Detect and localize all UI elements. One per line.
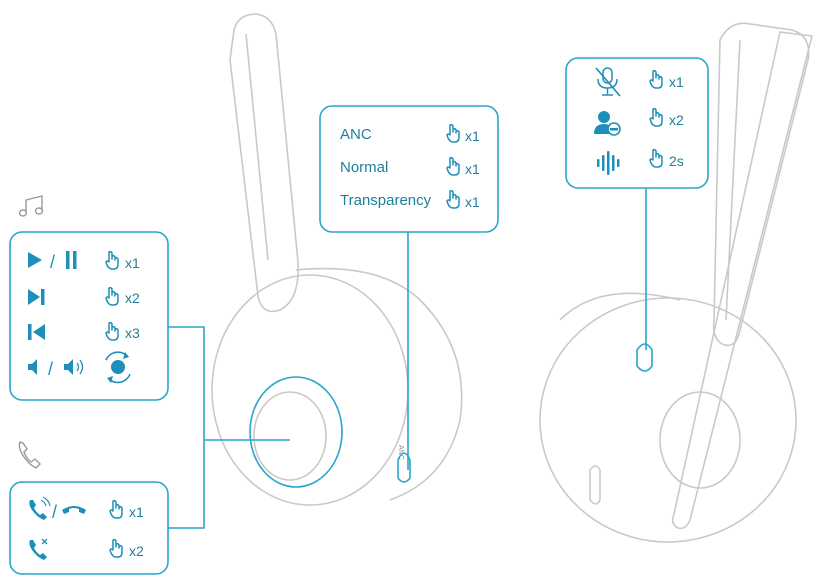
mic-controls-panel [565, 57, 709, 189]
mic-mute-action: x1 [669, 74, 684, 90]
right-headset [539, 22, 813, 543]
media-action-play-pause: x1 [125, 255, 140, 271]
transparency-action: x1 [465, 194, 480, 210]
call-action-answer-end: x1 [129, 504, 144, 520]
media-action-previous: x3 [125, 325, 140, 341]
next-track-icon [28, 289, 45, 305]
previous-track-icon [28, 324, 45, 340]
normal-mode-label: Normal [340, 159, 388, 176]
anc-action: x1 [465, 128, 480, 144]
svg-text:/: / [48, 359, 53, 379]
left-headset [211, 13, 463, 506]
svg-text:/: / [50, 252, 55, 272]
call-action-reject: x2 [129, 543, 144, 559]
connector-lines [168, 188, 647, 529]
transparency-mode-label: Transparency [340, 192, 432, 209]
user-remove-action: x2 [669, 112, 684, 128]
volume-down-up-icon: / [28, 359, 84, 379]
media-action-next: x2 [125, 290, 140, 306]
answer-end-call-icon: / [29, 496, 86, 522]
media-controls-panel [9, 231, 169, 401]
mic-mute-icon [595, 67, 621, 97]
user-remove-icon [594, 111, 621, 136]
phone-icon [18, 441, 41, 469]
rotate-knob-icon [105, 351, 131, 384]
normal-action: x1 [465, 161, 480, 177]
svg-text:/: / [52, 502, 57, 522]
play-pause-icon: / [28, 251, 77, 272]
reject-call-icon [29, 538, 48, 560]
music-note-icon [18, 195, 44, 217]
voice-assistant-icon [597, 151, 620, 175]
anc-modes-panel [319, 105, 499, 233]
call-controls-panel [9, 481, 169, 575]
anc-button-label: ANC [397, 445, 404, 460]
anc-mode-label: ANC [340, 126, 372, 143]
voice-assistant-action: 2s [669, 153, 684, 169]
